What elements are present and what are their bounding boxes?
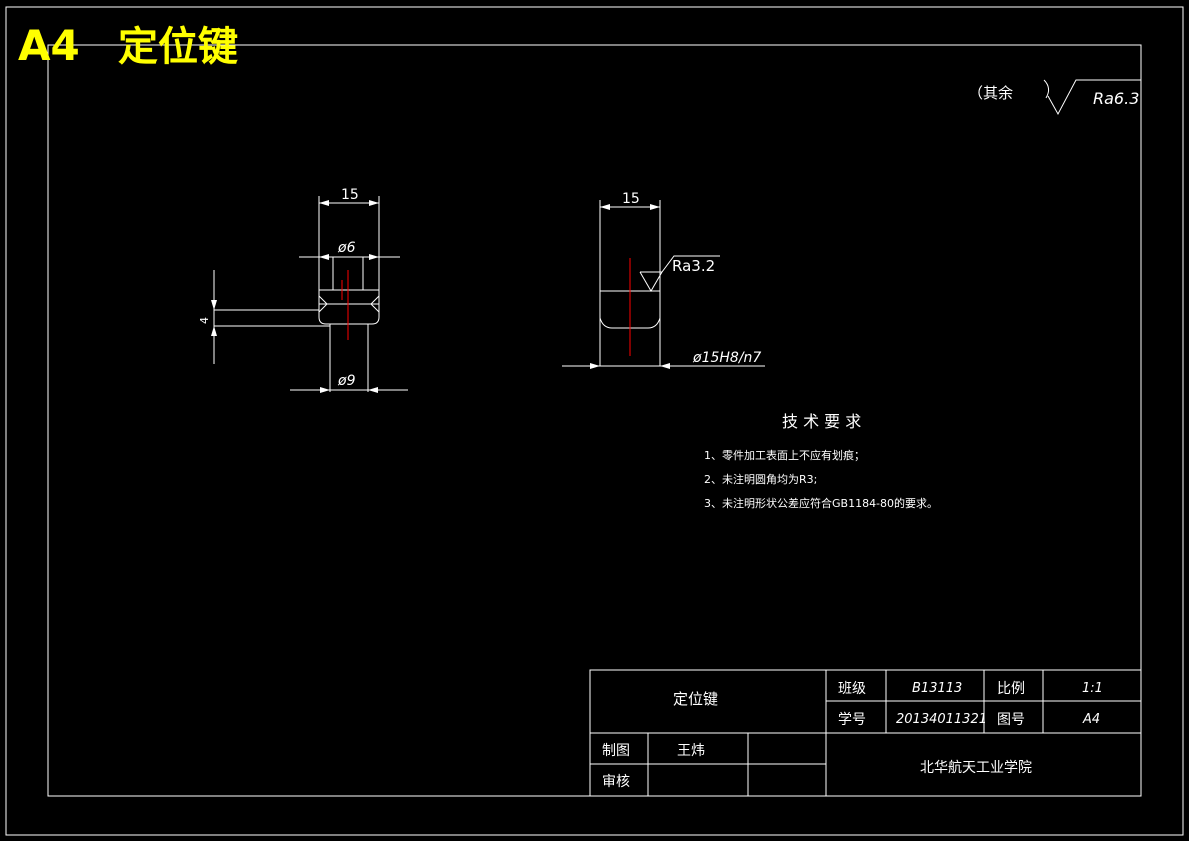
title-block-part-name: 定位键 xyxy=(673,690,718,708)
roughness-note-prefix: （其余 xyxy=(968,84,1013,102)
left-dim-top: 15 xyxy=(341,187,359,203)
drawing-no-value: A4 xyxy=(1082,712,1100,727)
school-name: 北华航天工业学院 xyxy=(920,760,1032,776)
drawing-no-label: 图号 xyxy=(997,712,1025,728)
right-dim-top: 15 xyxy=(622,191,640,207)
class-label: 班级 xyxy=(838,681,866,697)
student-id-label: 学号 xyxy=(838,712,866,728)
sheet-size-label: A4 xyxy=(18,21,80,70)
checker-label: 审核 xyxy=(602,774,630,790)
outer-border xyxy=(5,6,1184,836)
student-id-value: 20134011321 xyxy=(896,712,987,727)
right-roughness-symbol-icon xyxy=(639,255,720,292)
left-view-body xyxy=(318,289,380,325)
scale-value: 1:1 xyxy=(1082,681,1103,696)
left-dim-bottom: ø9 xyxy=(337,373,356,389)
roughness-note-value: Ra6.3 xyxy=(1093,89,1139,108)
scale-label: 比例 xyxy=(997,681,1025,697)
right-roughness-value: Ra3.2 xyxy=(672,257,715,275)
inner-border xyxy=(47,44,1142,797)
header-part-name: 定位键 xyxy=(118,24,238,70)
tech-requirements-title: 技 术 要 求 xyxy=(782,412,861,431)
right-dim-fit: ø15H8/n7 xyxy=(692,350,761,366)
drafter-value: 王炜 xyxy=(677,743,705,759)
class-value: B13113 xyxy=(912,681,962,696)
tech-requirement-item: 3、未注明形状公差应符合GB1184-80的要求。 xyxy=(704,496,938,510)
left-dim-height: 4 xyxy=(198,317,211,324)
general-roughness-note: （其余 Ra6.3 xyxy=(968,79,1141,116)
tech-requirement-item: 2、未注明圆角均为R3; xyxy=(704,472,817,486)
title-block xyxy=(589,669,1142,797)
left-dim-hole: ø6 xyxy=(337,240,356,256)
roughness-symbol-icon xyxy=(1047,79,1141,116)
drafter-label: 制图 xyxy=(602,743,630,759)
tech-requirement-item: 1、零件加工表面上不应有划痕； xyxy=(704,448,865,462)
left-view xyxy=(213,196,408,392)
right-view xyxy=(562,200,765,367)
